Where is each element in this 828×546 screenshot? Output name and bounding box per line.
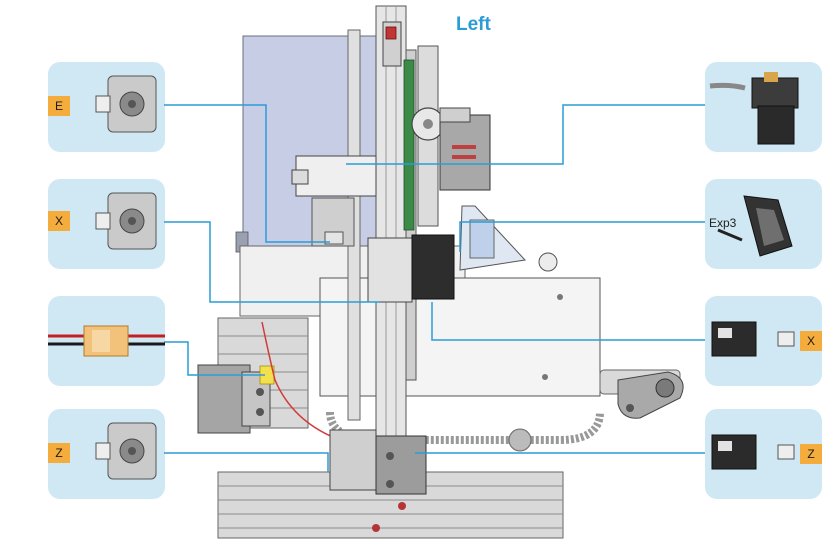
badge-z: Z <box>48 443 70 463</box>
line-z <box>164 452 329 472</box>
x-endstop-icon <box>711 321 795 357</box>
badge-x-endstop: X <box>800 331 822 351</box>
line-display <box>459 221 705 252</box>
view-title: Left <box>456 14 491 35</box>
extruder-motor <box>439 114 491 191</box>
display-icon <box>717 195 793 257</box>
print-head <box>295 155 377 197</box>
z-motor-icon <box>95 422 157 480</box>
bed-screw <box>557 294 563 300</box>
badge-e: E <box>48 96 70 116</box>
e-motor-icon <box>95 75 157 133</box>
line-extruder <box>346 104 705 165</box>
badge-x: X <box>48 211 70 231</box>
badge-z-endstop: Z <box>800 444 822 464</box>
wire <box>261 321 336 439</box>
z-endstop-icon <box>711 434 795 470</box>
callout-lines <box>164 104 705 472</box>
extruder-icon <box>709 72 799 145</box>
x-motor-icon <box>95 192 157 250</box>
z-endstop-bracket <box>375 435 427 495</box>
y-pulley <box>655 378 675 398</box>
line-power <box>164 341 265 376</box>
bed-plate <box>319 277 601 397</box>
display-unit <box>459 205 558 272</box>
bed-screw <box>542 374 548 380</box>
line-x <box>164 221 380 303</box>
vent-grille <box>508 428 532 452</box>
exp3-label: Exp3 <box>709 216 737 230</box>
z-motor <box>329 429 377 491</box>
line-e <box>164 104 330 243</box>
pcb-strip <box>403 59 415 231</box>
x-motor-block <box>411 234 455 300</box>
y-belt <box>326 411 604 444</box>
line-x-endstop <box>431 302 705 341</box>
x-carriage <box>367 237 413 303</box>
y-motor <box>197 364 251 434</box>
power-connector-icon <box>48 325 165 357</box>
